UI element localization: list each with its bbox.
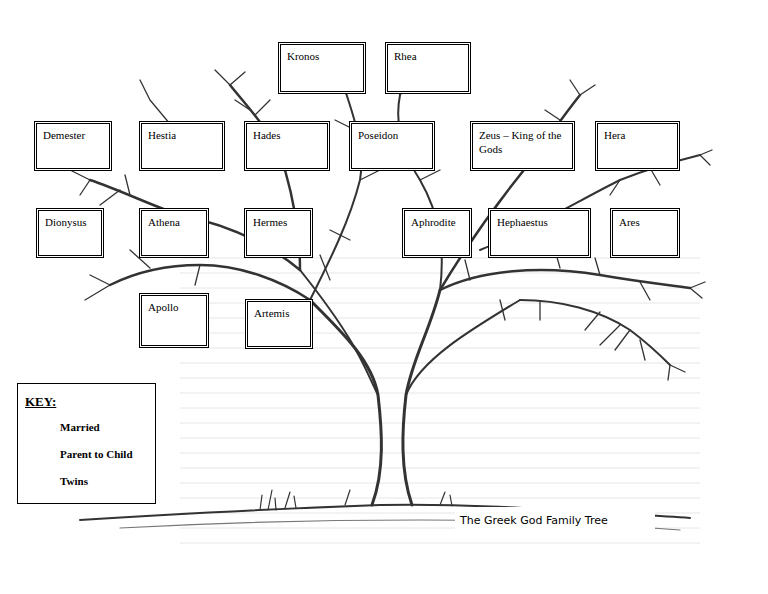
god-name: Ares xyxy=(613,211,677,234)
god-name: Hades xyxy=(247,124,327,147)
key-heading: KEY: xyxy=(25,394,155,410)
god-name: Hephaestus xyxy=(491,211,588,234)
legend-list: MarriedParent to ChildTwins xyxy=(18,414,155,495)
god-box: Poseidon xyxy=(349,121,435,171)
god-name: Zeus – King of the Gods xyxy=(473,124,572,161)
legend-box: KEY: MarriedParent to ChildTwins xyxy=(17,383,156,504)
legend-item: Married xyxy=(60,414,155,441)
god-box: Kronos xyxy=(278,42,366,94)
god-name: Hestia xyxy=(142,124,222,147)
god-box: Zeus – King of the Gods xyxy=(470,121,575,171)
god-name: Demester xyxy=(37,124,109,147)
god-box: Dionysus xyxy=(36,208,104,258)
god-box: Hades xyxy=(244,121,330,171)
legend-item: Parent to Child xyxy=(60,441,155,468)
god-box: Demester xyxy=(34,121,112,171)
god-box: Athena xyxy=(139,208,209,258)
god-box: Hermes xyxy=(244,208,313,258)
god-box: Ares xyxy=(610,208,680,258)
god-name: Rhea xyxy=(388,45,468,68)
god-name: Athena xyxy=(142,211,206,234)
god-name: Dionysus xyxy=(39,211,101,234)
god-name: Aphrodite xyxy=(405,211,469,234)
caption: The Greek God Family Tree xyxy=(455,507,655,535)
god-box: Aphrodite xyxy=(402,208,472,258)
god-box: Artemis xyxy=(245,299,313,349)
god-name: Apollo xyxy=(142,296,206,319)
legend-item: Twins xyxy=(60,468,155,495)
god-box: Apollo xyxy=(139,293,209,348)
god-name: Hera xyxy=(598,124,677,147)
god-box: Hephaestus xyxy=(488,208,591,258)
god-name: Kronos xyxy=(281,45,363,68)
god-name: Hermes xyxy=(247,211,310,234)
god-name: Poseidon xyxy=(352,124,432,147)
god-box: Hestia xyxy=(139,121,225,171)
god-name: Artemis xyxy=(248,302,310,325)
god-box: Rhea xyxy=(385,42,471,94)
god-box: Hera xyxy=(595,121,680,171)
